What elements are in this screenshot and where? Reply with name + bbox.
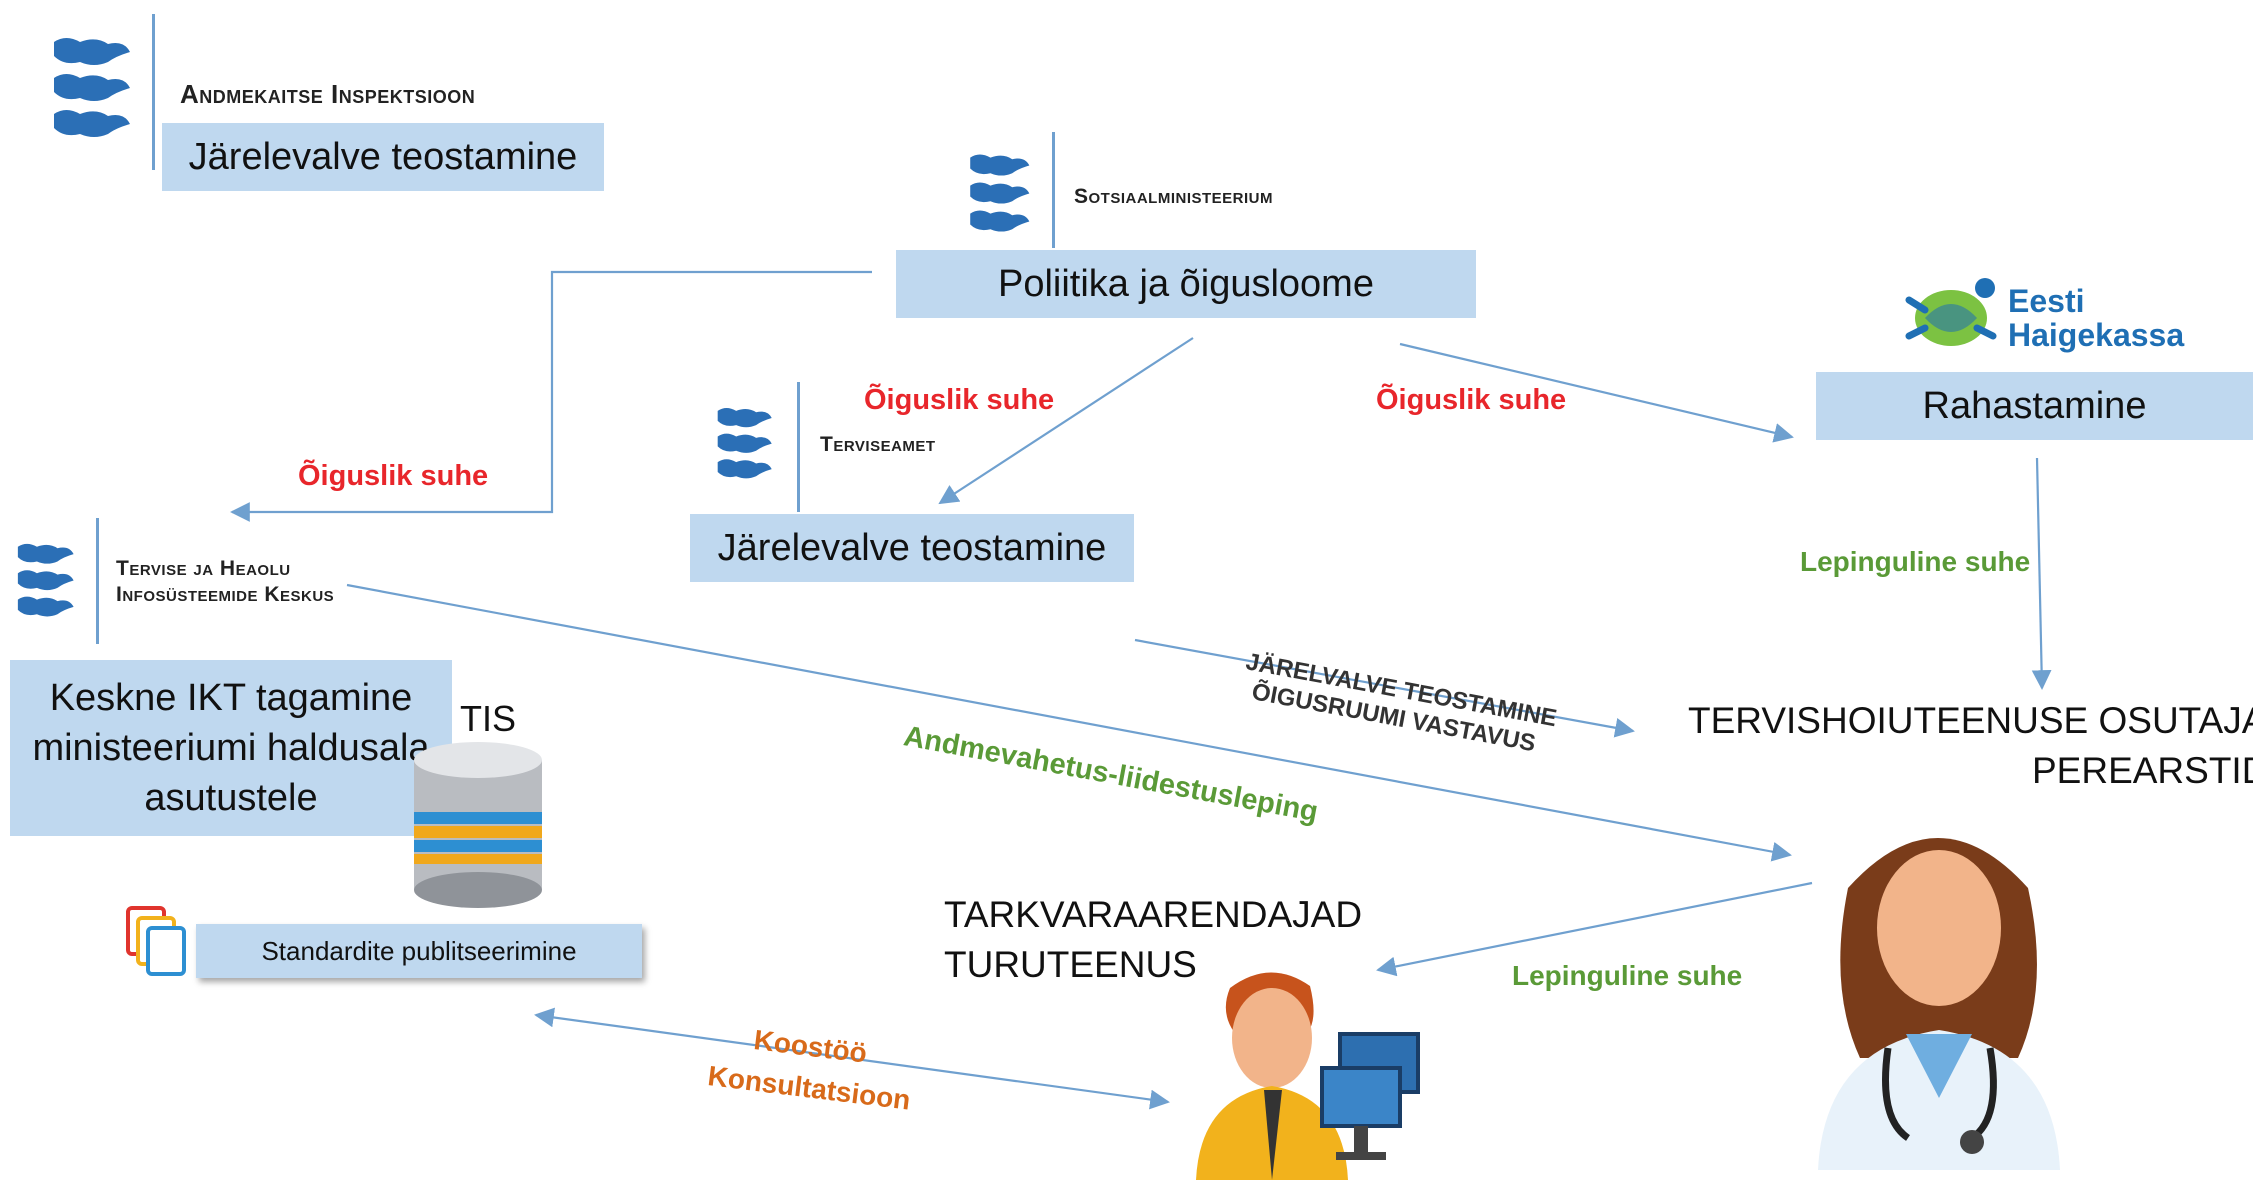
arrow-som-to-haigekassa (1399, 342, 1794, 443)
ta-divider (797, 382, 800, 512)
aki-role-box: Järelevalve teostamine (162, 123, 604, 191)
arrow-som-to-ta (938, 337, 1194, 505)
contract-relation-label-haigekassa: Lepinguline suhe (1800, 546, 2031, 577)
som-role-box: Poliitika ja õigusloome (896, 250, 1476, 318)
som-name: Sotsiaalministeerium (1074, 185, 1274, 208)
doctor-avatar-icon (1788, 798, 2090, 1170)
som-coat-of-arms-icon (964, 150, 1034, 240)
arrow-som-to-tehik (230, 270, 872, 522)
aki-divider (152, 14, 155, 170)
tis-label: TIS (460, 698, 517, 739)
arrow-tehik-to-providers (346, 583, 1792, 862)
providers-line2: PEREARSTID (2032, 750, 2253, 791)
haigekassa-logo-text: Eesti Haigekassa (2008, 284, 2184, 352)
arrow-haigekassa-to-providers (2031, 457, 2052, 690)
providers-line1: TERVISHOIUTEENUSE OSUTAJAD (1688, 700, 2253, 741)
legal-relation-label-ta: Õiguslik suhe (864, 384, 1055, 416)
ta-coat-of-arms-icon (712, 402, 776, 488)
developers-line2: TURUTEENUS (944, 944, 1197, 985)
haigekassa-logo-line1: Eesti (2008, 283, 2085, 319)
arrow-providers-to-developers (1376, 881, 1813, 977)
developer-avatar-icon (1190, 958, 1438, 1180)
haigekassa-logo-line2: Haigekassa (2008, 317, 2185, 353)
arrow-developers-standards (534, 1007, 1170, 1110)
tehik-role-box: Keskne IKT tagamine ministeeriumi haldus… (10, 660, 452, 836)
documents-icon (124, 904, 190, 980)
tehik-coat-of-arms-icon (12, 538, 78, 626)
database-icon (404, 742, 552, 910)
som-divider (1052, 132, 1055, 248)
arrow-ta-to-providers (1134, 638, 1635, 738)
tehik-name-line2: Infosüsteemide Keskus (116, 583, 335, 607)
haigekassa-turtle-logo-icon (1895, 270, 2007, 362)
tehik-divider (96, 518, 99, 644)
contract-relation-label-developers: Lepinguline suhe (1512, 960, 1743, 991)
legal-relation-label-haigekassa: Õiguslik suhe (1376, 384, 1567, 416)
tehik-name-line1: Tervise ja Heaolu (116, 557, 291, 580)
aki-name: Andmekaitse Inspektsioon (180, 79, 476, 109)
ta-role-box: Järelevalve teostamine (690, 514, 1134, 582)
tehik-name: Tervise ja Heaolu Infosüsteemide Keskus (116, 556, 334, 609)
ta-name: Terviseamet (820, 433, 936, 456)
aki-coat-of-arms-icon (46, 34, 136, 146)
developers-line1: TARKVARAARENDAJAD (944, 894, 1363, 935)
haigekassa-role-box: Rahastamine (1816, 372, 2253, 440)
legal-relation-label-tehik: Õiguslik suhe (298, 460, 489, 492)
standards-box: Standardite publitseerimine (196, 924, 642, 978)
